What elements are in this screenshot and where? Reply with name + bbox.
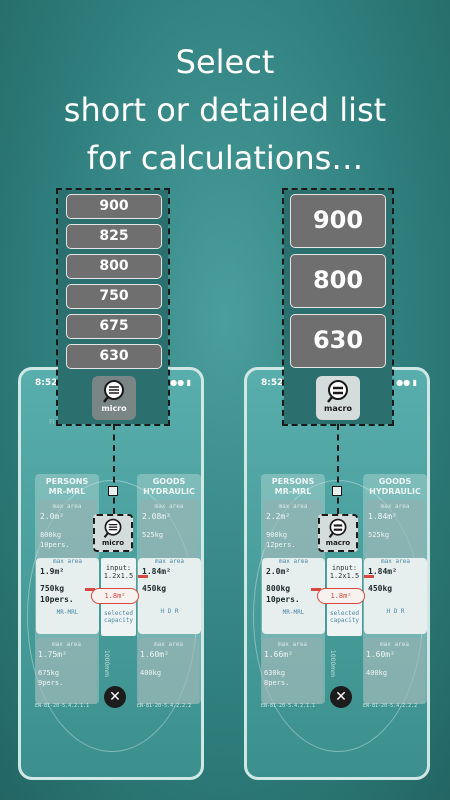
persons-top-cell: max area 2.2m² 900kg 12pers. — [264, 500, 322, 564]
goods-red-marker — [364, 575, 374, 578]
micro-toggle-mini[interactable]: micro — [93, 514, 133, 552]
list-magnifier-icon — [328, 518, 347, 538]
persons-low-cell: max area 1.75m² 675kg 9pers. — [36, 638, 97, 704]
toggle-label: micro — [101, 539, 125, 547]
macro-toggle[interactable]: macro — [316, 376, 360, 420]
goods-low-cell: max area 1.60m² 400kg — [138, 638, 199, 704]
goods-selected-card[interactable]: max area 1.84m² 450kg H D R — [364, 558, 427, 634]
headline-line-1: Select — [175, 43, 275, 81]
list-item-2[interactable]: 630 — [290, 314, 386, 368]
persons-selected-card[interactable]: max area 1.9m² 750kg 10pers. MR-MRL — [36, 558, 99, 634]
selected-area-pill[interactable]: 1.8m² — [317, 588, 365, 604]
persons-red-marker — [311, 588, 321, 591]
persons-top-cell: max area 2.0m² 800kg 10pers. — [38, 500, 96, 564]
status-time: 8:52 — [35, 378, 58, 388]
right-connector-line — [337, 424, 339, 514]
standard-code-left: EN-81-20-5.4.2.1.1 — [261, 703, 316, 709]
persons-selected-card[interactable]: max area 2.0m² 800kg 10pers. MR-MRL — [262, 558, 325, 634]
persons-title: PERSONS — [45, 477, 89, 486]
list-item-1[interactable]: 825 — [66, 224, 162, 249]
toggle-label: micro — [101, 404, 127, 413]
goods-top-cell: max area 1.84m² 525kg — [366, 500, 424, 564]
headline-line-2: short or detailed list — [63, 91, 387, 129]
goods-selected-card[interactable]: max area 1.84m² 450kg H D R — [138, 558, 201, 634]
status-time: 8:52 — [261, 378, 284, 388]
list-item-4[interactable]: 675 — [66, 314, 162, 339]
right-connector-square — [332, 486, 342, 496]
selected-area-pill[interactable]: 1.8m² — [91, 588, 139, 604]
list-item-0[interactable]: 900 — [290, 194, 386, 248]
list-item-0[interactable]: 900 — [66, 194, 162, 219]
side-dimension: 1000mm — [103, 650, 110, 677]
goods-top-cell: max area 2.08m² 525kg — [140, 500, 198, 564]
standard-code-right: EN-81-20-5.4.2.2.2 — [363, 703, 418, 709]
list-item-5[interactable]: 630 — [66, 344, 162, 369]
status-icons: ●● ▮ — [396, 378, 417, 387]
standard-code-left: EN-81-20-5.4.2.1.1 — [35, 703, 90, 709]
goods-low-cell: max area 1.60m² 400kg — [364, 638, 425, 704]
goods-red-marker — [138, 575, 148, 578]
list-item-2[interactable]: 800 — [66, 254, 162, 279]
close-icon[interactable]: ✕ — [330, 686, 352, 708]
list-item-1[interactable]: 800 — [290, 254, 386, 308]
status-icons: ●● ▮ — [170, 378, 191, 387]
micro-toggle[interactable]: micro — [92, 376, 136, 420]
list-magnifier-icon — [103, 518, 122, 538]
list-magnifier-icon — [327, 380, 348, 403]
persons-low-cell: max area 1.66m² 630kg 8pers. — [262, 638, 323, 704]
left-connector-square — [108, 486, 118, 496]
list-magnifier-icon — [103, 380, 124, 403]
toggle-label: macro — [324, 404, 352, 413]
toggle-label: macro — [325, 539, 351, 547]
persons-red-marker — [85, 588, 95, 591]
macro-toggle-mini[interactable]: macro — [318, 514, 358, 552]
left-phone: 8:52 ●● ▮ Fi PERSONS MR-MRL max area 2.0… — [18, 367, 204, 780]
standard-code-right: EN-81-20-5.4.2.2.2 — [137, 703, 192, 709]
persons-subtitle: MR-MRL — [48, 487, 86, 496]
headline-line-3: for calculations… — [86, 139, 364, 177]
side-dimension: 1000mm — [329, 650, 336, 677]
faint-label: Fi — [49, 418, 55, 426]
left-connector-line — [113, 424, 115, 514]
list-item-3[interactable]: 750 — [66, 284, 162, 309]
close-icon[interactable]: ✕ — [104, 686, 126, 708]
